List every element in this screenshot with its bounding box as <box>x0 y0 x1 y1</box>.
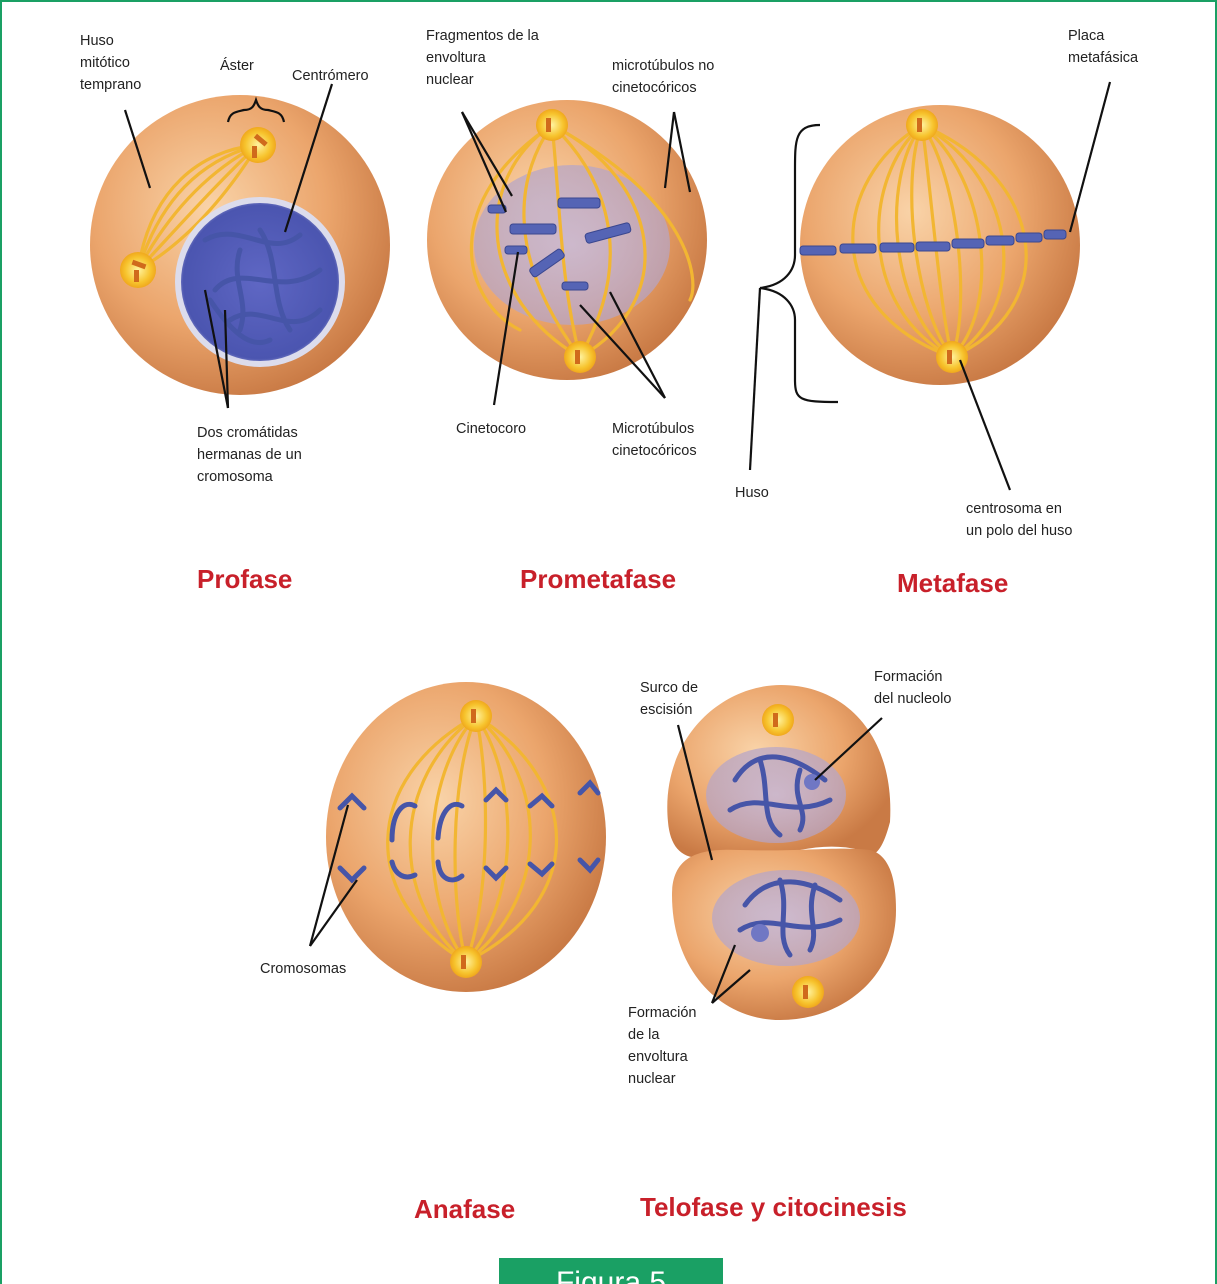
phase-title-profase: Profase <box>197 564 292 594</box>
label-cromatidas-1: Dos cromátidas <box>197 425 298 441</box>
centrosome-bottom-icon <box>792 976 824 1008</box>
label-cinetocoro: Cinetocoro <box>456 421 526 437</box>
label-centromero: Centrómero <box>292 68 369 84</box>
label-fragmentos-2: envoltura <box>426 50 487 66</box>
label-huso-temprano-2: mitótico <box>80 55 130 71</box>
centrosome-top-icon <box>762 704 794 736</box>
label-fragmentos-1: Fragmentos de la <box>426 28 540 44</box>
label-placa-1: Placa <box>1068 28 1105 44</box>
prometafase-cell <box>427 100 707 380</box>
label-envoltura-1: Formación <box>628 1005 697 1021</box>
label-placa-2: metafásica <box>1068 50 1139 66</box>
label-nucleolo-2: del nucleolo <box>874 691 951 707</box>
label-aster: Áster <box>220 57 254 74</box>
anafase-labels: Cromosomas <box>260 961 346 977</box>
aster-top-icon <box>240 127 276 163</box>
label-centrosoma-1: centrosoma en <box>966 501 1062 517</box>
label-centrosoma-2: un polo del huso <box>966 523 1072 539</box>
label-cromatidas-2: hermanas de un <box>197 447 302 463</box>
label-envoltura-3: envoltura <box>628 1049 689 1065</box>
label-fragmentos-3: nuclear <box>426 72 474 88</box>
phase-title-anafase: Anafase <box>414 1194 515 1224</box>
svg-text:temprano: temprano <box>80 77 141 93</box>
centrosome-bottom-icon <box>564 341 596 373</box>
label-no-cinetocoricos-2: cinetocóricos <box>612 80 697 96</box>
phase-title-metafase: Metafase <box>897 568 1008 598</box>
label-huso: Huso <box>735 485 769 501</box>
phase-title-telofase: Telofase y citocinesis <box>640 1192 907 1222</box>
centrosome-top-icon <box>536 109 568 141</box>
label-cinetocoricos-1: Microtúbulos <box>612 421 694 437</box>
label-envoltura-2: de la <box>628 1027 660 1043</box>
phase-title-prometafase: Prometafase <box>520 564 676 594</box>
label-surco-2: escisión <box>640 702 692 718</box>
telofase-cell <box>667 685 896 1020</box>
aster-left-icon <box>120 252 156 288</box>
anafase-cell <box>326 682 606 992</box>
figure-caption: Figura 5 <box>499 1258 723 1284</box>
metafase-cell <box>800 105 1080 385</box>
label-cromatidas-3: cromosoma <box>197 469 274 485</box>
svg-text:Huso: Huso <box>80 33 114 49</box>
label-cinetocoricos-2: cinetocóricos <box>612 443 697 459</box>
label-envoltura-4: nuclear <box>628 1071 676 1087</box>
label-no-cinetocoricos-1: microtúbulos no <box>612 58 714 74</box>
label-nucleolo-1: Formación <box>874 669 943 685</box>
label-cromosomas: Cromosomas <box>260 961 346 977</box>
centrosome-top-icon <box>460 700 492 732</box>
figure-caption-text: Figura 5 <box>556 1266 666 1284</box>
centrosome-bottom-icon <box>450 946 482 978</box>
label-surco-1: Surco de <box>640 680 698 696</box>
label-huso-temprano-3: temprano <box>80 77 141 93</box>
centrosome-top-icon <box>906 109 938 141</box>
label-huso-temprano-1: Huso <box>80 33 114 49</box>
svg-text:mitótico: mitótico <box>80 55 130 71</box>
